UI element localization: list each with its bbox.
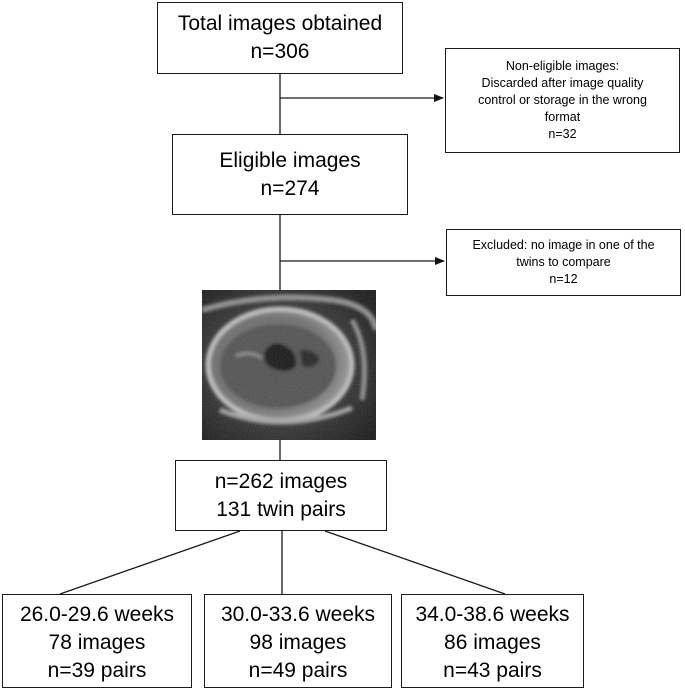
group-images: 86 images	[444, 631, 541, 654]
eligible-images-box: Eligible images n=274	[172, 134, 408, 215]
group-weeks: 30.0-33.6 weeks	[220, 603, 376, 626]
analysed-images-box: n=262 images 131 twin pairs	[175, 460, 387, 531]
non-eligible-line: format	[544, 110, 581, 124]
non-eligible-line: Discarded after image quality	[481, 76, 644, 90]
non-eligible-count: n=32	[548, 127, 577, 141]
non-eligible-box: Non-eligible images: Discarded after ima…	[445, 48, 680, 153]
group-weeks: 34.0-38.6 weeks	[415, 603, 570, 626]
group-pairs: n=49 pairs	[248, 659, 348, 682]
total-images-count: n=306	[250, 40, 310, 63]
non-eligible-line: Non-eligible images:	[505, 59, 620, 73]
group-box-1: 26.0-29.6 weeks 78 images n=39 pairs	[2, 594, 192, 688]
group-box-3: 34.0-38.6 weeks 86 images n=43 pairs	[401, 594, 584, 688]
analysed-twin-pairs: 131 twin pairs	[216, 497, 346, 521]
group-images: 78 images	[48, 631, 146, 654]
excluded-line: twins to compare	[516, 255, 611, 269]
eligible-images-count: n=274	[260, 176, 320, 200]
excluded-line: Excluded: no image in one of the	[472, 238, 655, 252]
total-images-box: Total images obtained n=306	[157, 2, 403, 74]
connector-to-group-3	[324, 530, 506, 595]
group-pairs: n=43 pairs	[443, 659, 542, 682]
analysed-images-count: n=262 images	[214, 469, 348, 493]
group-weeks: 26.0-29.6 weeks	[19, 603, 175, 626]
connector-to-group-1	[59, 530, 241, 595]
eligible-images-title: Eligible images	[219, 148, 361, 172]
group-images: 98 images	[249, 631, 347, 654]
ultrasound-image-icon	[202, 290, 376, 440]
total-images-title: Total images obtained	[177, 12, 383, 35]
excluded-count: n=12	[549, 272, 578, 286]
excluded-box: Excluded: no image in one of the twins t…	[446, 229, 681, 296]
group-pairs: n=39 pairs	[47, 659, 147, 682]
group-box-2: 30.0-33.6 weeks 98 images n=49 pairs	[204, 594, 392, 688]
non-eligible-line: control or storage in the wrong	[478, 93, 647, 107]
